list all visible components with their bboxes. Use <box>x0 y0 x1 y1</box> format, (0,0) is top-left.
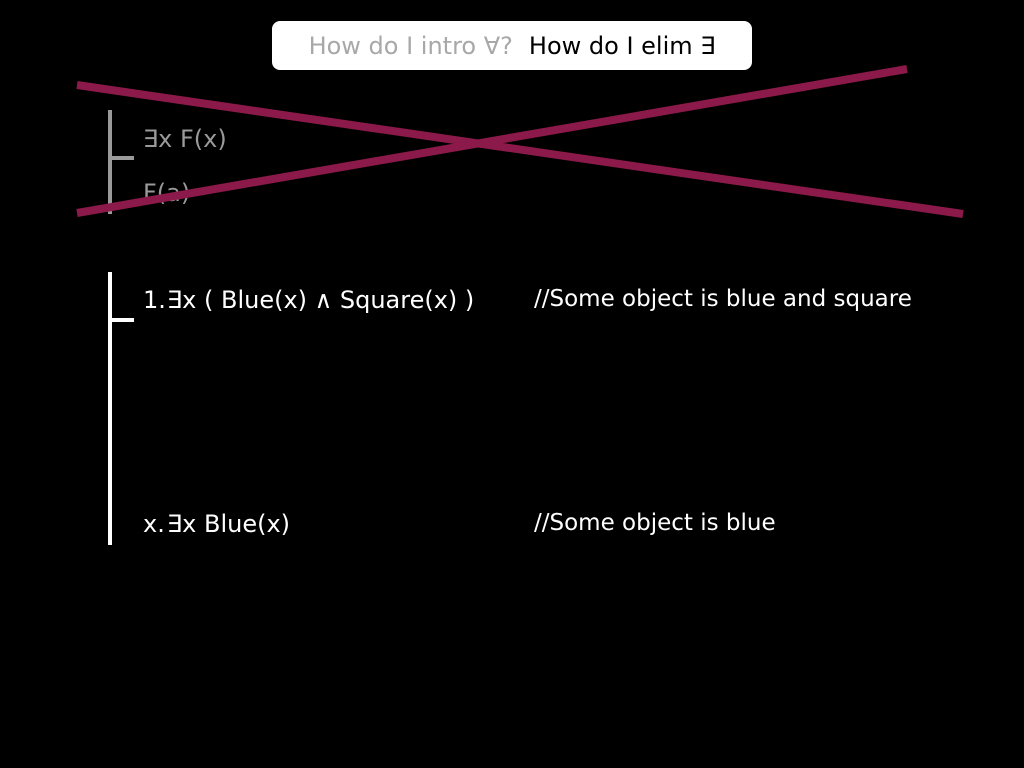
proof-fitch-bar <box>108 318 134 322</box>
active-question: How do I elim ∃ <box>528 31 716 60</box>
title-box: How do I intro ∀? How do I elim ∃ <box>272 21 752 70</box>
faded-question: How do I intro ∀? <box>308 31 513 60</box>
proof-line-1-number: 1. <box>143 286 166 314</box>
proof-line-1-comment: //Some object is blue and square <box>534 286 912 312</box>
struck-rule-fitch-bar <box>108 156 134 160</box>
proof-line-x-number: x. <box>143 510 165 538</box>
proof-vertical-bar <box>108 272 112 545</box>
proof-line-x-formula: ∃x Blue(x) <box>167 510 291 538</box>
struck-rule-vertical-bar <box>108 110 112 214</box>
struck-rule-premise: ∃x F(x) <box>143 125 227 153</box>
struck-rule-conclusion: F(a) <box>143 179 191 207</box>
proof-line-1-formula: ∃x ( Blue(x) ∧ Square(x) ) <box>167 286 475 314</box>
proof-line-x-comment: //Some object is blue <box>534 510 776 536</box>
